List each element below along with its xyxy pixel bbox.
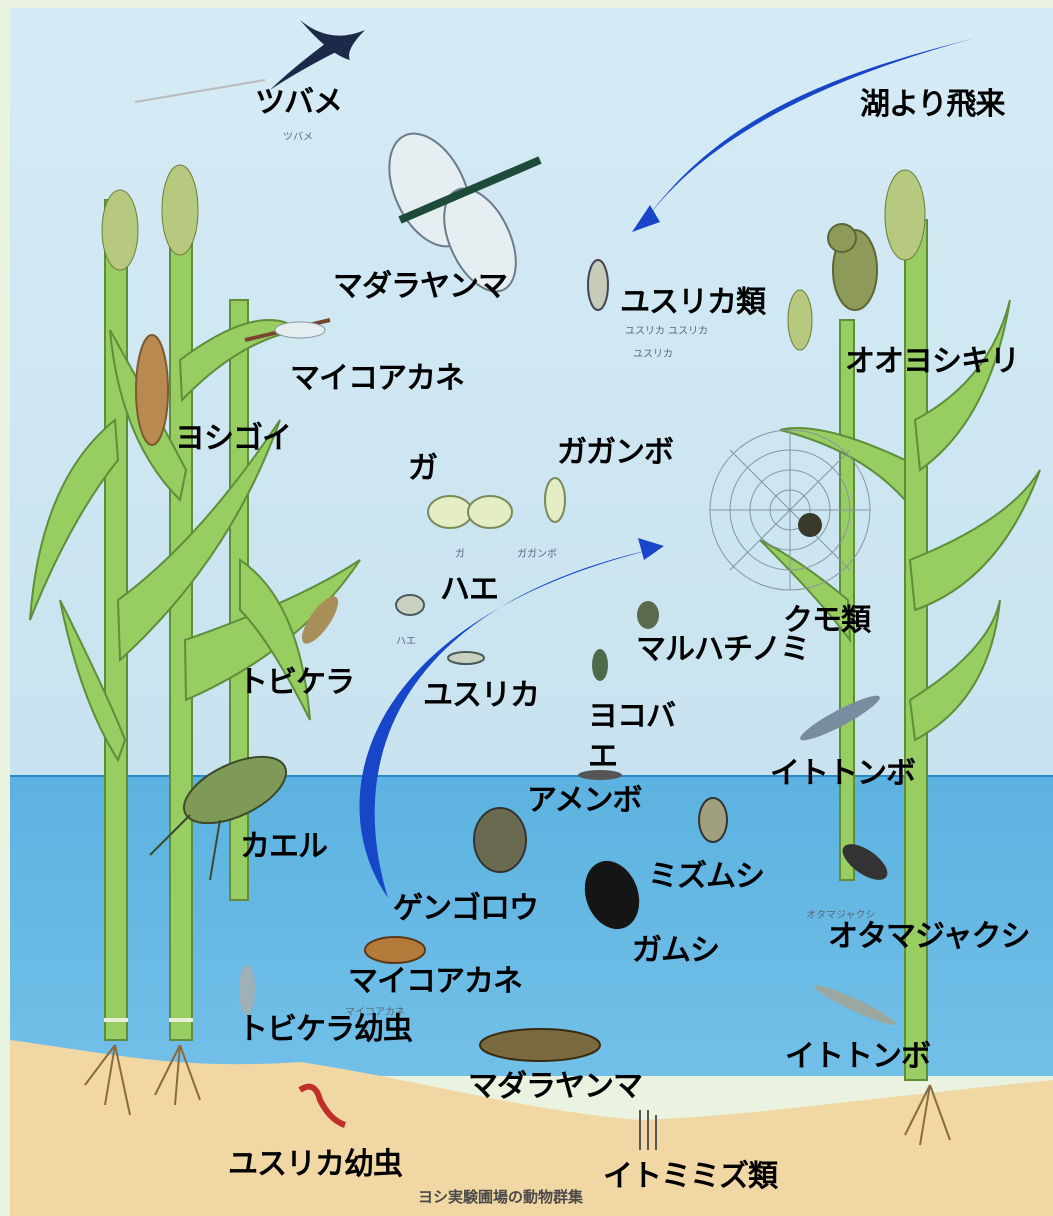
fly-hae: [396, 595, 424, 615]
larva-maikoakane: [365, 937, 425, 963]
label-madarayanma-adult: マダラヤンマ: [333, 270, 507, 304]
small-label-yusurika-2: ユスリカ: [633, 345, 673, 360]
small-label-swallow: ツバメ: [283, 128, 313, 143]
label-yusurika-larva: ユスリカ幼虫: [228, 1148, 402, 1182]
label-yusurika: ユスリカ: [423, 679, 539, 713]
label-yokobae: ヨコバ エ: [588, 697, 675, 777]
label-yoshigoi: ヨシゴイ: [175, 422, 291, 456]
label-gaganbo: ガガンボ: [557, 436, 673, 470]
label-itotonbo-larva: イトトンボ: [785, 1040, 930, 1074]
larva-tobikera: [239, 965, 255, 1015]
label-swallow: ツバメ: [255, 86, 342, 120]
label-maikoakane-larva: マイコアカネ: [348, 965, 522, 999]
spider-web: [710, 430, 870, 590]
hopper-yokobae: [592, 649, 608, 681]
spider: [798, 513, 822, 537]
small-label-gaganbo: ガガンボ: [517, 545, 557, 560]
bug-mizumushi: [699, 798, 727, 842]
label-mizumushi: ミズムシ: [648, 860, 764, 894]
label-tobikera: トビケラ: [238, 666, 354, 700]
bird-yoshigoi: [136, 335, 168, 445]
label-madarayanma-larva: マダラヤンマ: [468, 1070, 642, 1104]
larva-madarayanma: [480, 1029, 600, 1061]
label-yusurika-rui: ユスリカ類: [620, 286, 765, 320]
figure-caption: ヨシ実験圃場の動物群集: [418, 1186, 583, 1207]
small-label-hae: ハエ: [396, 632, 416, 647]
small-label-yusurika-1: ユスリカ ユスリカ: [625, 322, 708, 337]
label-hae: ハエ: [440, 573, 498, 607]
label-maikoakane-adult: マイコアカネ: [290, 362, 464, 396]
small-label-ga: ガ: [455, 545, 465, 560]
label-kaeru: カエル: [240, 830, 327, 864]
label-tobikera-larva: トビケラ幼虫: [238, 1013, 412, 1047]
label-amenbo: アメンボ: [527, 784, 642, 818]
label-ga: ガ: [408, 452, 437, 486]
midge-yusurika-top: [588, 260, 608, 310]
label-gengorou: ゲンゴロウ: [393, 892, 538, 926]
beetle-gengorou: [474, 808, 526, 872]
label-itotonbo-adult: イトトンボ: [770, 757, 915, 791]
cranefly-gaganbo: [545, 478, 565, 522]
label-from-lake: 湖より飛来: [860, 88, 1004, 122]
midge-yusurika-mid: [448, 652, 484, 664]
label-ooyoshikiri: オオヨシキリ: [845, 345, 1019, 379]
label-gamushi: ガムシ: [632, 934, 719, 968]
label-itomimizu: イトミミズ類: [603, 1160, 777, 1194]
label-maruhachinomi: マルハチノミ: [636, 633, 809, 667]
label-otamajakushi: オタマジャクシ: [828, 920, 1030, 954]
beetle-maruhachinomi: [637, 601, 659, 629]
